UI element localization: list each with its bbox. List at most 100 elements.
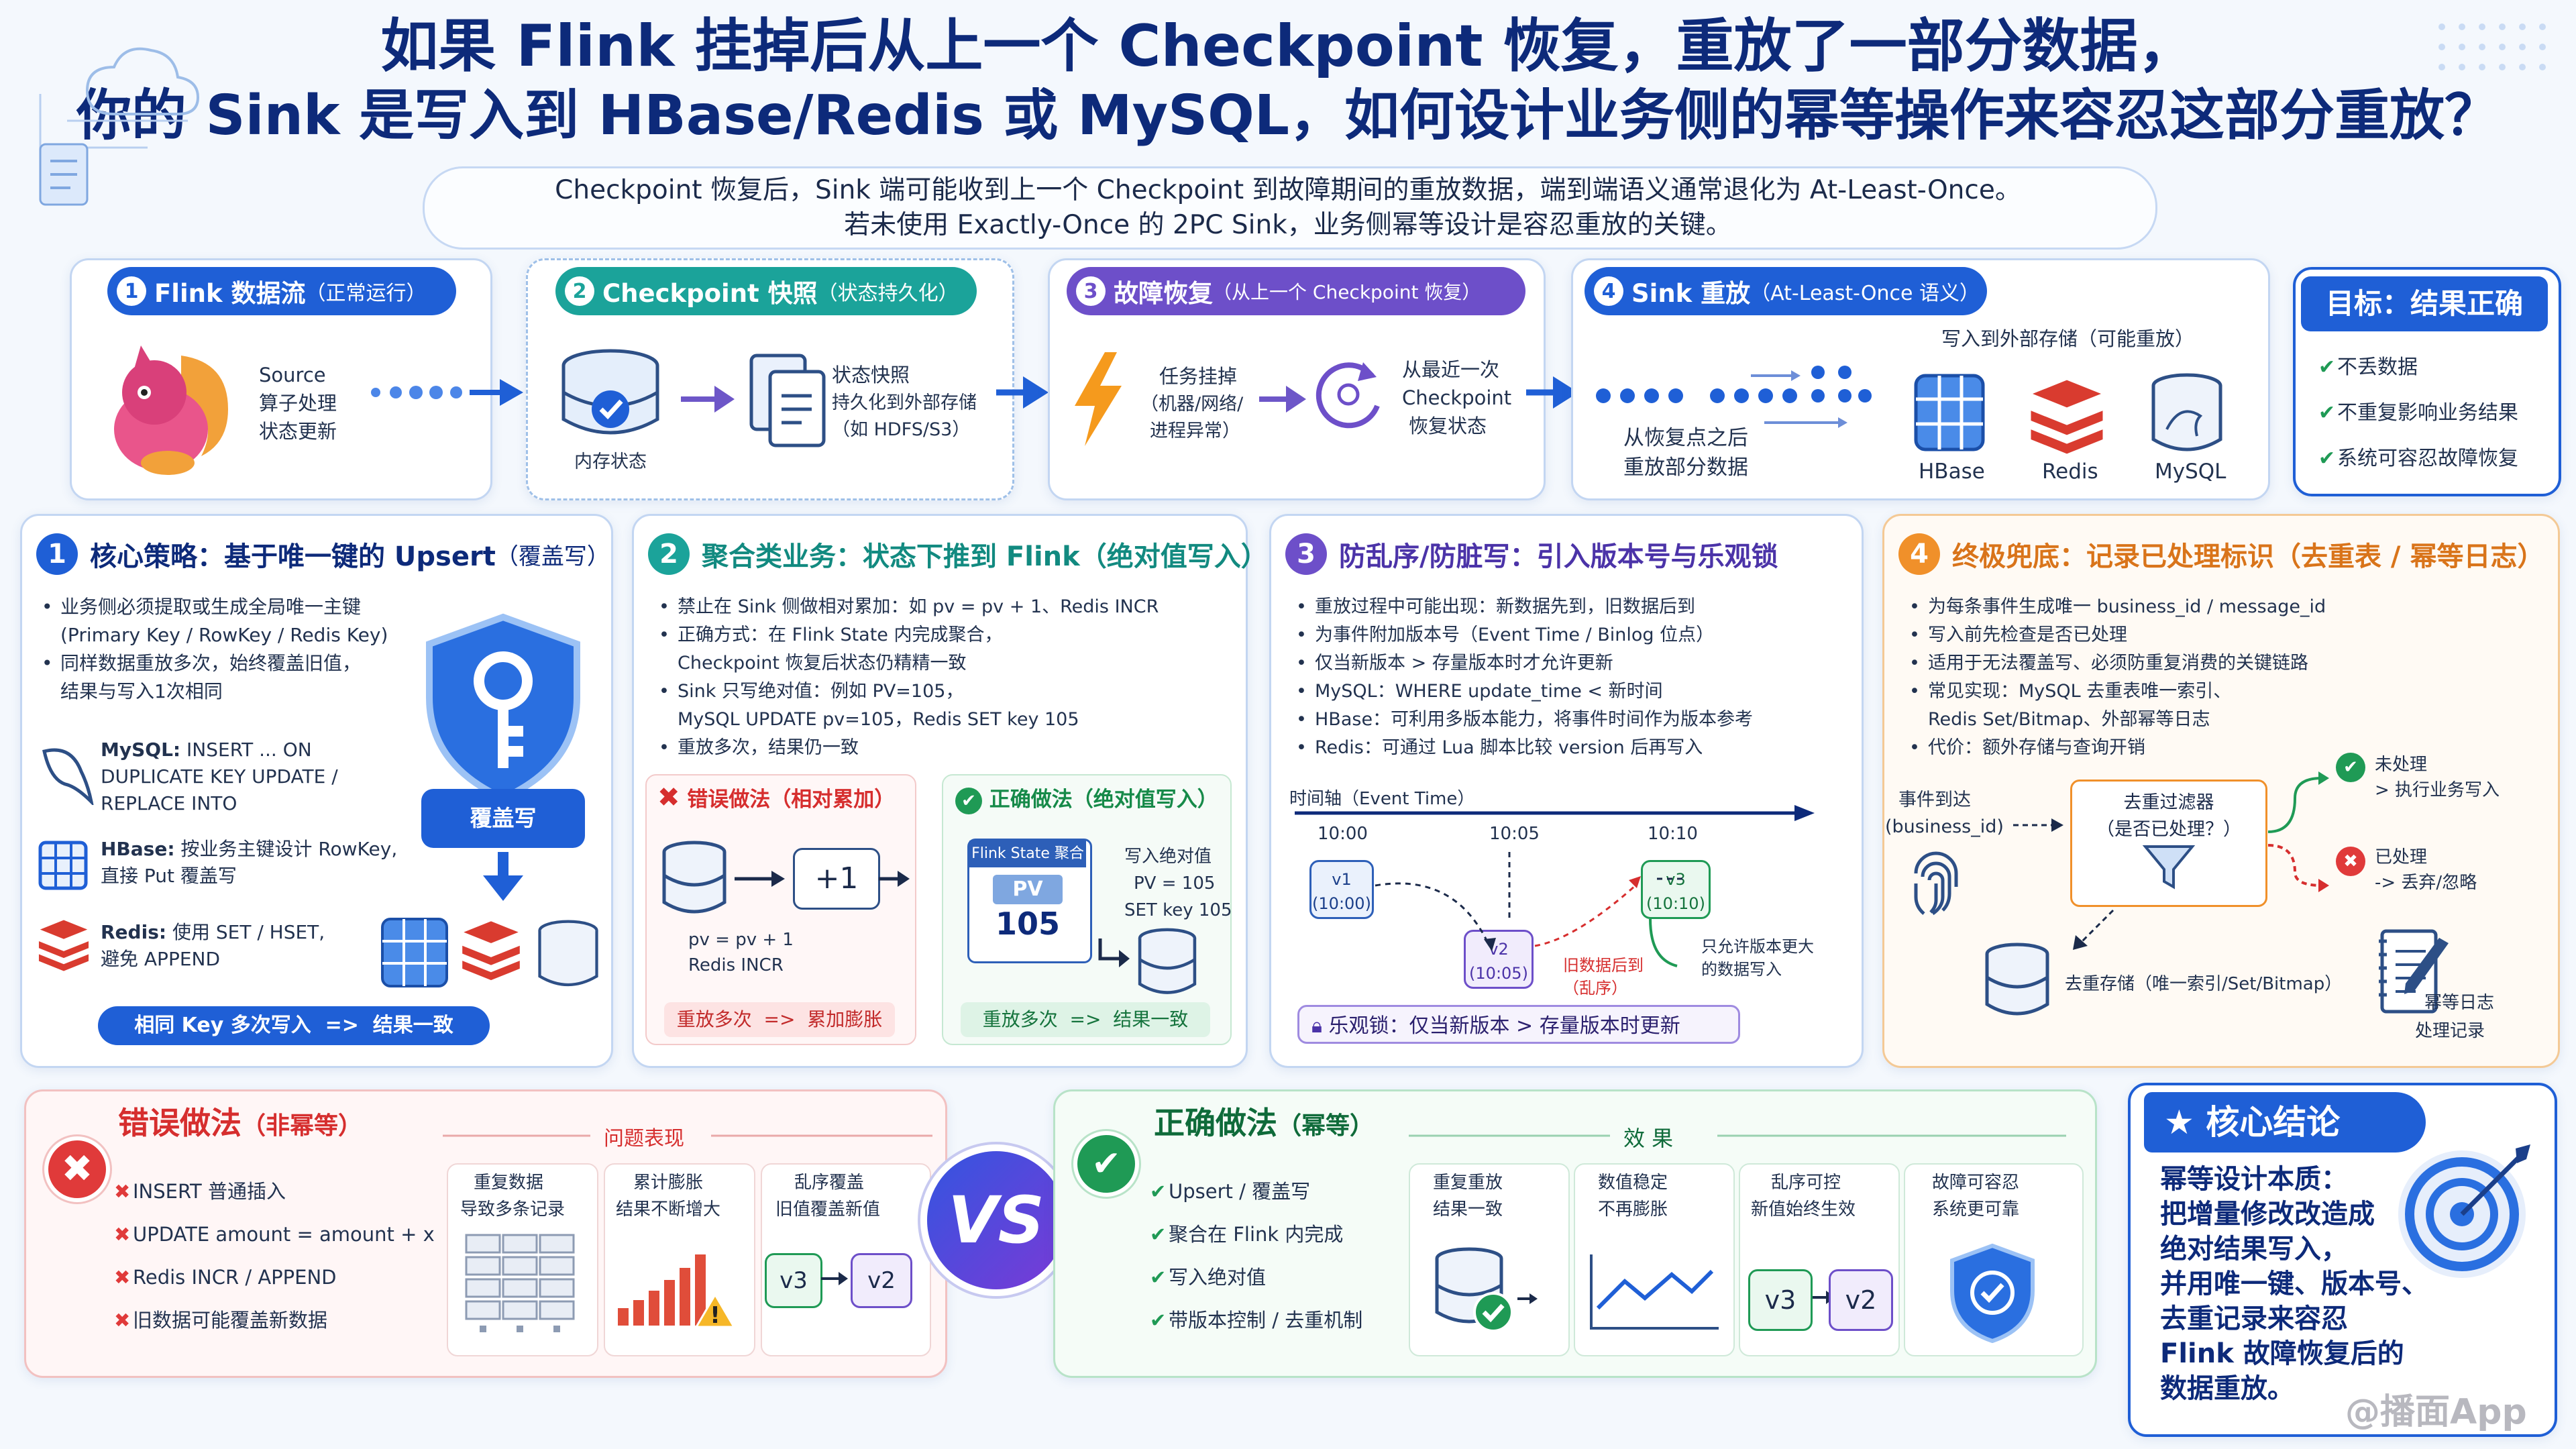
flow-step-1-text3: 状态更新 [259,420,337,443]
funnel-icon [2142,845,2196,890]
strategy-2-bullets: 禁止在 Sink 侧做相对累加：如 pv = pv + 1、Redis INCR… [657,593,1159,762]
effect-stable-b: 不再膨胀 [1598,1199,1668,1220]
effect-stable-a: 数值稳定 [1598,1173,1668,1193]
agg-wrong-footer: 重放多次 => 累加膨胀 [664,1002,895,1037]
agg-right-t3: SET key 105 [1124,900,1232,920]
dedup-filter-box: 去重过滤器（是否已处理？） [2070,780,2267,907]
redis-stack-icon [36,918,91,973]
late-note-1: 旧数据后到 [1563,956,1644,975]
problem-inflate-a: 累计膨胀 [633,1173,704,1193]
good-item: 带版本控制 / 去重机制 [1148,1299,1362,1342]
bullet-item: MySQL：WHERE update_time < 新时间 [1295,678,1753,706]
strategy-1-bullets: 业务侧必须提取或生成全局唯一主键 (Primary Key / RowKey /… [40,593,388,706]
agg-right-db-icon [1138,928,1197,994]
timeline-axis-label: 时间轴（Event Time） [1289,789,1475,809]
flow-step-1-text1: Source [259,364,326,386]
check-circle-icon: ✔ [955,788,982,814]
effect-consistent-b: 结果一致 [1433,1199,1503,1220]
strategy-1-hbase: HBase: 按业务主键设计 RowKey,直接 Put 覆盖写 [101,838,398,887]
cloud-decoration-icon [39,47,200,206]
effect-stable-panel [1574,1163,1735,1356]
timeline-tick-3: 10:10 [1648,824,1698,844]
strategy-1-footer: 相同 Key 多次写入 => 结果一致 [98,1006,490,1045]
replay-dots-icon [1596,366,1872,428]
flow-step-2-t2: 持久化到外部存储 [832,392,977,413]
key-shield-icon [426,613,580,802]
late-note-2: （乱序） [1563,979,1627,998]
flow-step-4-top: 写入到外部存储（可能重放） [1941,327,2195,350]
flow-step-3-pill: 3 故障恢复（从上一个 Checkpoint 恢复） [1067,267,1525,315]
bullet-item: 仅当新版本 > 存量版本时才允许更新 [1295,649,1753,678]
conclusion-heading: ★ 核心结论 [2144,1092,2426,1152]
flow-step-3-r2: Checkpoint [1402,386,1512,409]
watermark: @播面App [2345,1392,2527,1432]
problem-overwrite-b: 旧值覆盖新值 [775,1199,881,1220]
arrow-down-right-icon [1098,938,1130,967]
dashed-arrow-down-left-icon [2073,909,2114,950]
problem-overwrite-a: 乱序覆盖 [794,1173,865,1193]
dedup-store-label: 去重存储（唯一索引/Set/Bitmap） [2065,974,2343,994]
optimistic-lock-banner: 🔒︎ 乐观锁：仅当新版本 > 存量版本时更新 [1297,1005,1740,1044]
good-practice-list: Upsert / 覆盖写 聚合在 Flink 内完成 写入绝对值 带版本控制 /… [1148,1170,1362,1342]
bullet-item: 业务侧必须提取或生成全局唯一主键 [40,593,388,621]
effect-consistent-a: 重复重放 [1433,1173,1503,1193]
stable-line-chart-icon [1590,1254,1719,1330]
flow-step-2-t3: （如 HDFS/S3） [832,419,971,440]
flow-step-4-b1: 从恢复点之后 [1623,426,1748,450]
bullet-item: Sink 只写绝对值：例如 PV=105， [657,678,1159,706]
shield-check-icon [1950,1243,2035,1343]
cross-circle-icon: ✖ [2336,847,2365,876]
timeline-tick-1: 10:00 [1318,824,1368,844]
agg-right-heading: ✔ 正确做法（绝对值写入） [955,782,1218,814]
version-v3-box: v3(10:10) [1641,860,1711,919]
processed-2: -> 丢弃/忽略 [2375,873,2477,893]
idempotent-log-notebook-icon [2379,929,2449,1014]
bullet-item: 重放多次，结果仍一致 [657,734,1159,762]
subtitle-banner [423,166,2157,250]
bad-practice-heading: 错误做法（非幂等） [118,1105,363,1141]
subtitle-line2: 若未使用 Exactly-Once 的 2PC Sink，业务侧幂等设计是容忍重… [844,210,1732,240]
bullet-item: Redis Set/Bitmap、外部幂等日志 [1928,709,2210,730]
bad-v2-box: v2 [851,1253,912,1308]
bad-item: 旧数据可能覆盖新数据 [113,1299,435,1342]
bullet-item: Redis：可通过 Lua 脚本比较 version 后再写入 [1295,734,1753,762]
lightning-failure-icon [1075,352,1122,446]
fingerprint-icon [1914,851,1958,916]
problem-label: 问题表现 [604,1127,684,1150]
effect-order-a: 乱序可控 [1771,1173,1841,1193]
bullet-item: 结果与写入1次相同 [60,680,223,702]
svg-text:!: ! [710,1302,720,1328]
hbase-grid-icon [38,841,88,890]
bullet-item: 写入前先检查是否已处理 [1908,621,2326,649]
strategy-1-redis: Redis: 使用 SET / HSET,避免 APPEND [101,921,325,970]
bad-item: UPDATE amount = amount + x [113,1213,435,1256]
problem-dup-b: 导致多条记录 [460,1199,566,1220]
version-label: v1 [1332,870,1352,889]
hbase-icon [1914,374,1985,451]
filter-subtitle: （是否已处理？） [2096,819,2241,840]
arrow-right-icon [735,871,785,887]
log-label-1: 幂等日志 [2424,993,2495,1013]
agg-right-footer: 重放多次 => 结果一致 [961,1002,1210,1037]
bullet-item: (Primary Key / RowKey / Redis Key) [60,624,388,646]
bullet-item: 代价：额外存储与查询开销 [1908,734,2326,762]
goal-list: 不丢数据 不重复影响业务结果 系统可容忍故障恢复 [2317,345,2518,482]
flow-step-3-t2: （机器/网络/ [1140,394,1244,415]
version-v1-box: v1(10:00) [1309,860,1374,919]
version-flow-arrows [1375,852,1686,967]
flow-step-4-pill: 4 Sink 重放（At-Least-Once 语义） [1585,267,1987,315]
flow-arrow-2-icon [996,376,1049,409]
bullet-item: 适用于无法覆盖写、必须防重复消费的关键链路 [1908,649,2326,678]
bullet-item: Checkpoint 恢复后状态仍精精一致 [678,653,967,674]
agg-right-t1: 写入绝对值 [1124,847,1212,867]
bad-v3-box: v3 [765,1253,822,1308]
snapshot-document-icon [749,354,826,447]
branch-arrows [2267,771,2329,892]
dot-grid-decoration-icon [2438,23,2546,70]
cross-icon: ✖ [657,782,680,813]
good-v2-box: v2 [1829,1269,1893,1331]
problem-dup-a: 重复数据 [474,1173,544,1193]
pv-value: 105 [995,906,1061,942]
storage-trio-icon [381,918,598,987]
db-check-icon [1435,1247,1538,1332]
